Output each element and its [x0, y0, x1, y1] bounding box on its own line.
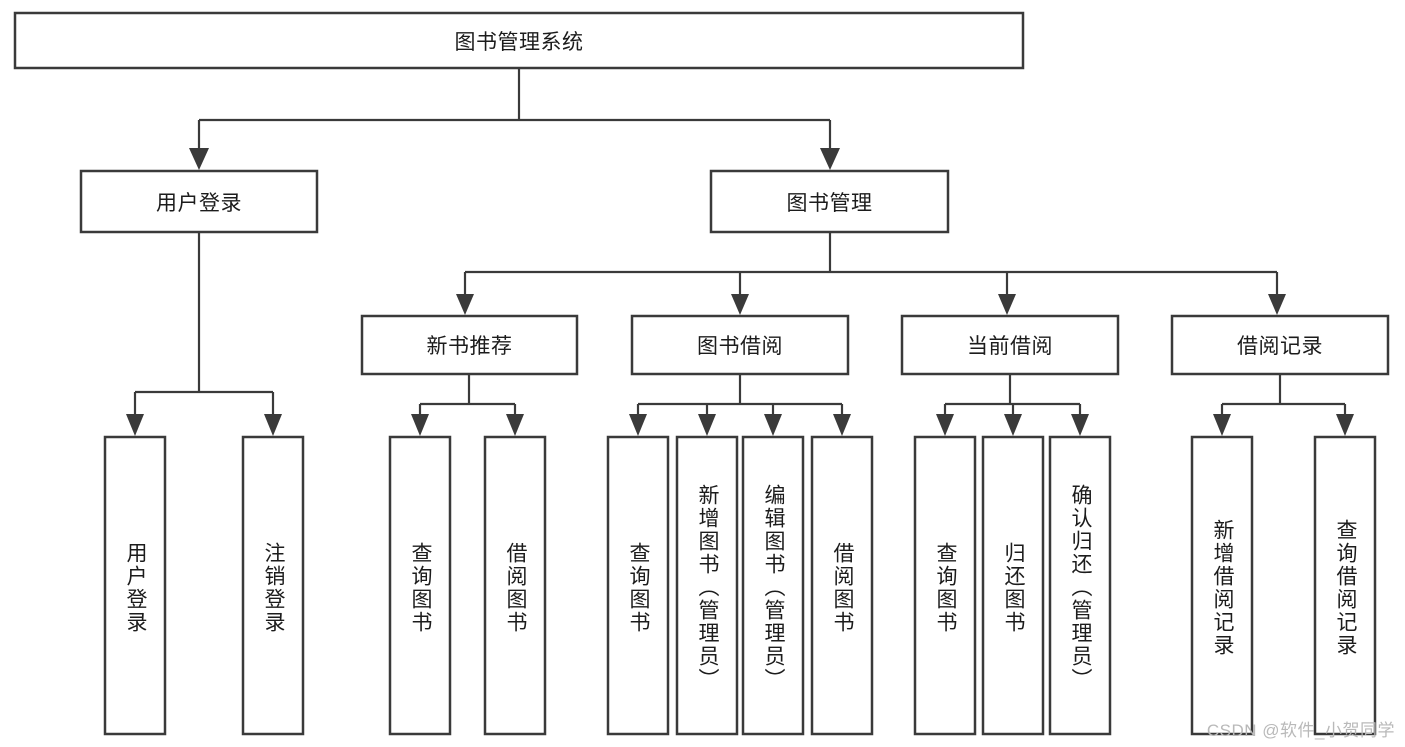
leaf-box-query-book-current[interactable]: [913, 435, 977, 736]
node-box-root[interactable]: [13, 11, 1025, 70]
node-box-user-login[interactable]: [79, 169, 319, 234]
leaf-box-add-borrow-record[interactable]: [1190, 435, 1254, 736]
arrowhead-current-leaf-3: [1071, 414, 1089, 436]
arrowhead-current-leaf-1: [936, 414, 954, 436]
arrowhead-newbook-leaf-1: [411, 414, 429, 436]
arrowhead-bookmgmt-borrow: [731, 294, 749, 315]
node-box-book-management[interactable]: [709, 169, 950, 234]
arrowhead-borrow-leaf-2: [698, 414, 716, 436]
arrowhead-bookmgmt-records: [1268, 294, 1286, 315]
connector-group-book-borrow: [629, 374, 851, 436]
leaf-box-add-book-admin[interactable]: [675, 435, 739, 736]
arrowhead-records-leaf-2: [1336, 414, 1354, 436]
leaf-box-query-book-borrow[interactable]: [606, 435, 670, 736]
arrowhead-borrow-leaf-4: [833, 414, 851, 436]
leaf-box-user-login[interactable]: [103, 435, 167, 736]
leaf-box-return-book[interactable]: [981, 435, 1045, 736]
arrowhead-login-leaf-1: [126, 414, 144, 436]
arrowhead-root-to-login: [189, 148, 209, 170]
connector-group-new-book: [411, 374, 524, 436]
leaf-box-logout[interactable]: [241, 435, 305, 736]
leaf-box-query-book-newbook[interactable]: [388, 435, 452, 736]
arrowhead-current-leaf-2: [1004, 414, 1022, 436]
leaf-box-borrow-book[interactable]: [810, 435, 874, 736]
node-box-new-book-recommend[interactable]: [360, 314, 579, 376]
node-box-borrow-records[interactable]: [1170, 314, 1390, 376]
leaf-box-query-borrow-record[interactable]: [1313, 435, 1377, 736]
connector-group-book-mgmt: [456, 232, 1286, 315]
arrowhead-borrow-leaf-1: [629, 414, 647, 436]
node-box-current-borrow[interactable]: [900, 314, 1120, 376]
arrowhead-bookmgmt-current: [998, 294, 1016, 315]
node-box-book-borrow[interactable]: [630, 314, 850, 376]
csdn-watermark: CSDN @软件_小贺同学: [1206, 721, 1395, 740]
arrowhead-records-leaf-1: [1213, 414, 1231, 436]
arrowhead-bookmgmt-newbook: [456, 294, 474, 315]
connector-group-borrow-records: [1213, 374, 1354, 436]
arrowhead-root-to-bookmgmt: [820, 148, 840, 170]
leaf-box-borrow-book-newbook[interactable]: [483, 435, 547, 736]
connector-group-user-login: [126, 232, 282, 436]
arrowhead-newbook-leaf-2: [506, 414, 524, 436]
arrowhead-login-leaf-2: [264, 414, 282, 436]
connector-group-current-borrow: [936, 374, 1089, 436]
connector-group-root: [189, 68, 840, 170]
arrowhead-borrow-leaf-3: [764, 414, 782, 436]
leaf-box-edit-book-admin[interactable]: [741, 435, 805, 736]
leaf-box-confirm-return-admin[interactable]: [1048, 435, 1112, 736]
